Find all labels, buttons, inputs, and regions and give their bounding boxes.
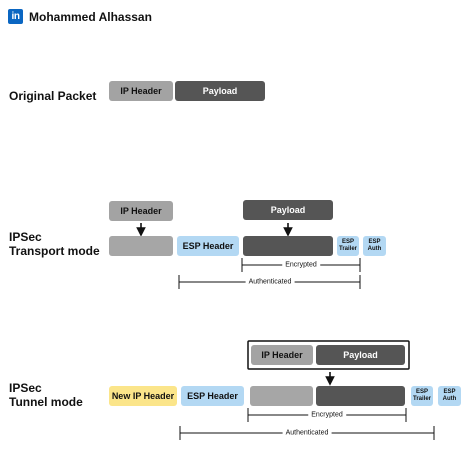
- transport-authenticated-label: Authenticated: [245, 278, 295, 286]
- transport-ip-header-slot: [109, 236, 173, 256]
- tunnel-label-line1: IPSec: [9, 381, 42, 395]
- tunnel-esp-auth-line1: ESP: [443, 389, 456, 395]
- tunnel-source-payload: Payload: [316, 345, 405, 365]
- original-ip-header: IP Header: [109, 81, 173, 101]
- original-payload: Payload: [175, 81, 265, 101]
- transport-esp-trailer-line2: Trailer: [338, 246, 357, 252]
- tunnel-esp-auth-line2: Auth: [442, 396, 457, 402]
- tunnel-ip-header-slot: [250, 386, 313, 406]
- tunnel-label-line2: Tunnel mode: [9, 395, 83, 409]
- tunnel-mode-label: IPSec Tunnel mode: [9, 381, 83, 409]
- tunnel-encrypted-label: Encrypted: [308, 411, 346, 419]
- original-packet-label: Original Packet: [9, 89, 97, 103]
- tunnel-new-ip-header: New IP Header: [109, 386, 177, 406]
- transport-source-payload: Payload: [243, 200, 333, 220]
- tunnel-esp-header: ESP Header: [181, 386, 244, 406]
- tunnel-source-ip-header: IP Header: [251, 345, 313, 365]
- tunnel-esp-trailer: ESP Trailer: [411, 386, 433, 406]
- transport-source-ip-header: IP Header: [109, 201, 173, 221]
- transport-esp-trailer-line1: ESP: [341, 239, 354, 245]
- transport-esp-trailer: ESP Trailer: [337, 236, 359, 256]
- transport-encrypted-label: Encrypted: [282, 261, 320, 269]
- tunnel-esp-auth: ESP Auth: [438, 386, 461, 406]
- tunnel-esp-trailer-line2: Trailer: [412, 396, 431, 402]
- transport-esp-auth: ESP Auth: [363, 236, 386, 256]
- transport-label-line1: IPSec: [9, 230, 42, 244]
- transport-label-line2: Transport mode: [9, 244, 100, 258]
- transport-mode-label: IPSec Transport mode: [9, 230, 100, 258]
- tunnel-esp-trailer-line1: ESP: [415, 389, 428, 395]
- tunnel-original-frame: [247, 340, 410, 370]
- transport-esp-header: ESP Header: [177, 236, 239, 256]
- transport-esp-auth-line1: ESP: [368, 239, 381, 245]
- transport-payload-slot: [243, 236, 333, 256]
- linkedin-icon: in: [8, 9, 23, 24]
- transport-esp-auth-line2: Auth: [367, 246, 382, 252]
- tunnel-payload-slot: [316, 386, 405, 406]
- tunnel-authenticated-label: Authenticated: [282, 429, 332, 437]
- author-name: Mohammed Alhassan: [29, 10, 152, 24]
